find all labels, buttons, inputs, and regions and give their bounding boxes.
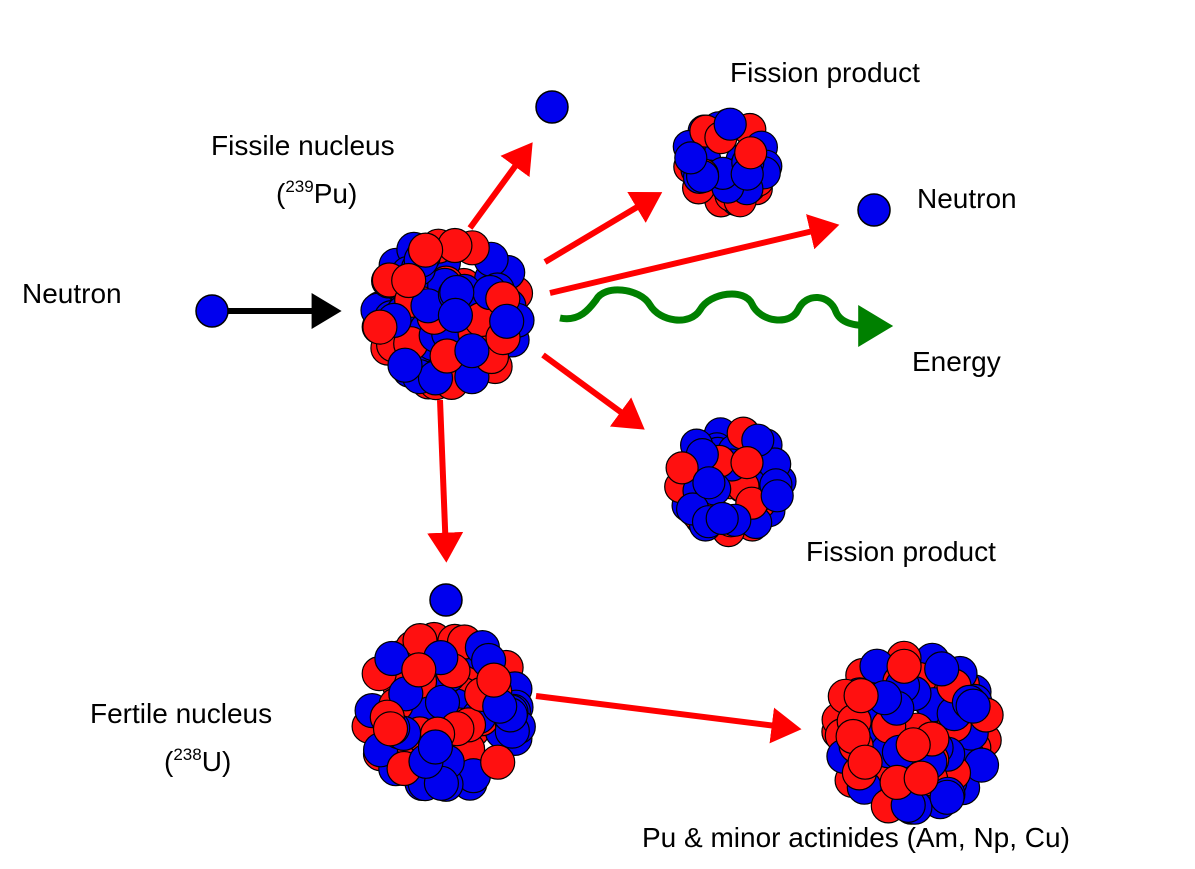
neutron-particle [955, 688, 991, 724]
incoming-neutron-label: Neutron [22, 278, 122, 309]
reaction-arrows [427, 142, 840, 744]
arrow-to-emitted-neutron [549, 214, 840, 296]
fission-product-bottom-label: Fission product [806, 536, 996, 567]
neutron-particle [705, 501, 739, 536]
actinides-nucleus [821, 640, 1004, 825]
proton-particle [408, 232, 444, 268]
fertile-isotope-label: (238U) [164, 745, 232, 777]
neutron-particle [489, 303, 525, 339]
proton-particle [903, 760, 939, 796]
proton-particle [886, 648, 922, 684]
fissile-nucleus-label: Fissile nucleus [211, 130, 395, 161]
fissile-nucleus [360, 227, 535, 401]
proton-particle [730, 446, 764, 480]
arrow-to-fission-product-bottom [541, 352, 645, 430]
free-neutron-top [535, 90, 569, 124]
emitted-neutron-label: Neutron [917, 183, 1017, 214]
actinides-label: Pu & minor actinides (Am, Np, Cu) [642, 822, 1070, 853]
neutron-particle [674, 141, 708, 175]
incoming-neutron [195, 294, 229, 328]
fission-product-top-label: Fission product [730, 57, 920, 88]
fertile-isotope-mass: 238 [173, 745, 202, 764]
arrow-to-fission-product-top [543, 191, 663, 265]
fertile-nucleus-label: Fertile nucleus [90, 698, 273, 729]
proton-particle [401, 652, 437, 688]
proton-particle [665, 451, 699, 485]
fissile-isotope-label: (239Pu) [276, 177, 358, 209]
fertile-isotope-symbol: U [201, 746, 222, 777]
neutron-particle [692, 466, 726, 500]
neutron-particle [924, 651, 960, 687]
fission-product-top-nucleus [672, 107, 783, 218]
fertile-nucleus [351, 621, 536, 802]
proton-particle [362, 309, 398, 345]
proton-particle [734, 136, 768, 170]
neutron-particle [387, 347, 423, 383]
proton-particle [391, 262, 427, 299]
proton-particle [843, 678, 879, 714]
proton-particle [476, 662, 512, 698]
fertile-incoming-neutron [429, 583, 463, 617]
neutron-particle [713, 107, 747, 141]
proton-particle [480, 744, 516, 780]
fission-product-bottom-nucleus [664, 416, 797, 548]
neutron-particle [929, 779, 965, 815]
emitted-neutron [857, 193, 891, 227]
proton-particle [847, 744, 883, 780]
arrow-to-actinides [535, 693, 802, 744]
energy-label: Energy [912, 346, 1001, 377]
neutron-particle [760, 479, 794, 513]
neutron-particle [437, 297, 473, 333]
fissile-isotope-symbol: Pu [313, 178, 348, 209]
arrow-to-fertile-neutron [427, 399, 464, 563]
proton-particle [372, 711, 409, 747]
neutron-particle [417, 729, 453, 765]
arrow-to-free-neutron [467, 142, 533, 230]
energy-wave-arrow [559, 286, 894, 347]
fissile-isotope-mass: 239 [285, 177, 314, 196]
proton-particle [437, 227, 473, 264]
proton-particle [895, 727, 931, 763]
neutron-particle [454, 333, 490, 369]
